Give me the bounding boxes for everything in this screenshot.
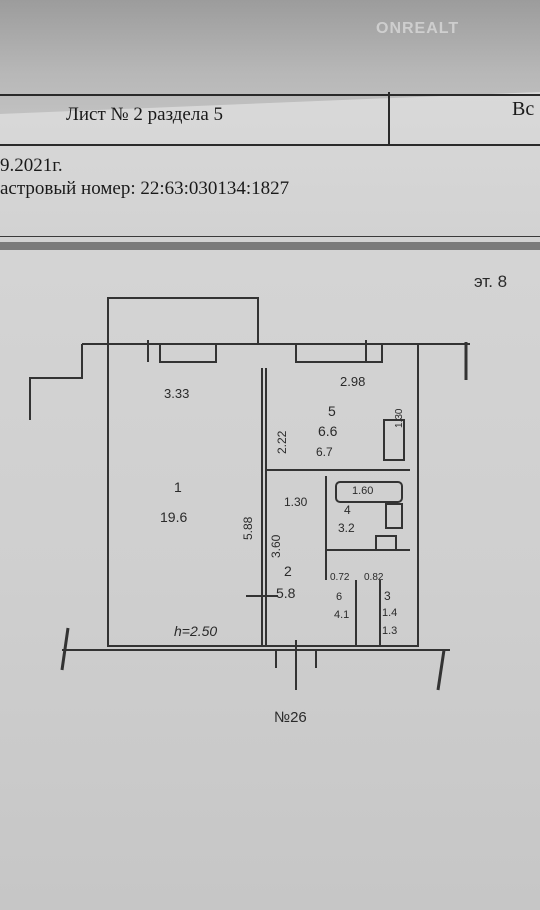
dim-room5-depth: 2.22 (275, 430, 289, 454)
room-3-number: 3 (384, 589, 391, 603)
left-wall-extension (29, 344, 83, 420)
dim-bath: 1.60 (352, 485, 373, 497)
dim-room1-depth: 5.88 (241, 516, 255, 540)
dim-small-a: 0.72 (330, 572, 350, 583)
header-divider (388, 92, 390, 144)
cadastral-number: астровый номер: 22:63:030134:1827 (0, 178, 290, 199)
floor-label: эт. 8 (474, 272, 508, 291)
document-paper (0, 92, 540, 242)
dim-kitchen-side: 1.30 (394, 408, 405, 428)
break-mark-right (436, 649, 446, 691)
divider-line (0, 236, 540, 237)
room-5-number: 5 (328, 403, 336, 419)
bathtub-fixture (335, 481, 403, 503)
sheet-label: Лист № 2 раздела 5 (66, 104, 224, 125)
window-room5 (295, 343, 383, 363)
header-row (0, 94, 540, 146)
watermark: ONREALT (376, 20, 460, 37)
room-4-number: 4 (344, 503, 351, 517)
room-1-number: 1 (174, 479, 182, 495)
sink-fixture (385, 503, 403, 529)
window-room1 (159, 343, 217, 363)
room-3-area-alt: 1.3 (382, 625, 397, 637)
floor-plan-area (0, 250, 540, 910)
dim-small-b: 0.82 (364, 572, 384, 583)
room-4-area: 3.2 (338, 521, 355, 535)
date-fragment: 9.2021г. (0, 155, 63, 176)
room-6-area: 4.1 (334, 609, 349, 621)
balcony-outline (107, 297, 259, 344)
floor-plan-drawing: 3.33 2.98 2.22 5.88 1.30 3.60 1.60 0.72 … (29, 297, 470, 726)
dim-hall-depth: 3.60 (269, 534, 283, 558)
ceiling-height: h=2.50 (174, 623, 217, 639)
room-2-area: 5.8 (276, 585, 296, 601)
room-2-number: 2 (284, 563, 292, 579)
dim-room1-width: 3.33 (164, 386, 189, 401)
room-1-area: 19.6 (160, 509, 187, 525)
stove-fixture (383, 419, 405, 461)
dim-hall-width: 1.30 (284, 495, 308, 509)
room-3-area: 1.4 (382, 607, 397, 619)
dim-room5-width: 2.98 (340, 374, 365, 389)
room-6-number: 6 (336, 591, 342, 603)
house-number: №26 (274, 709, 307, 726)
break-mark-left (60, 627, 70, 671)
room-5-area-alt: 6.7 (316, 445, 333, 459)
room-5-area: 6.6 (318, 423, 338, 439)
header-right-fragment: Вс (512, 98, 535, 120)
toilet-fixture (375, 535, 397, 551)
